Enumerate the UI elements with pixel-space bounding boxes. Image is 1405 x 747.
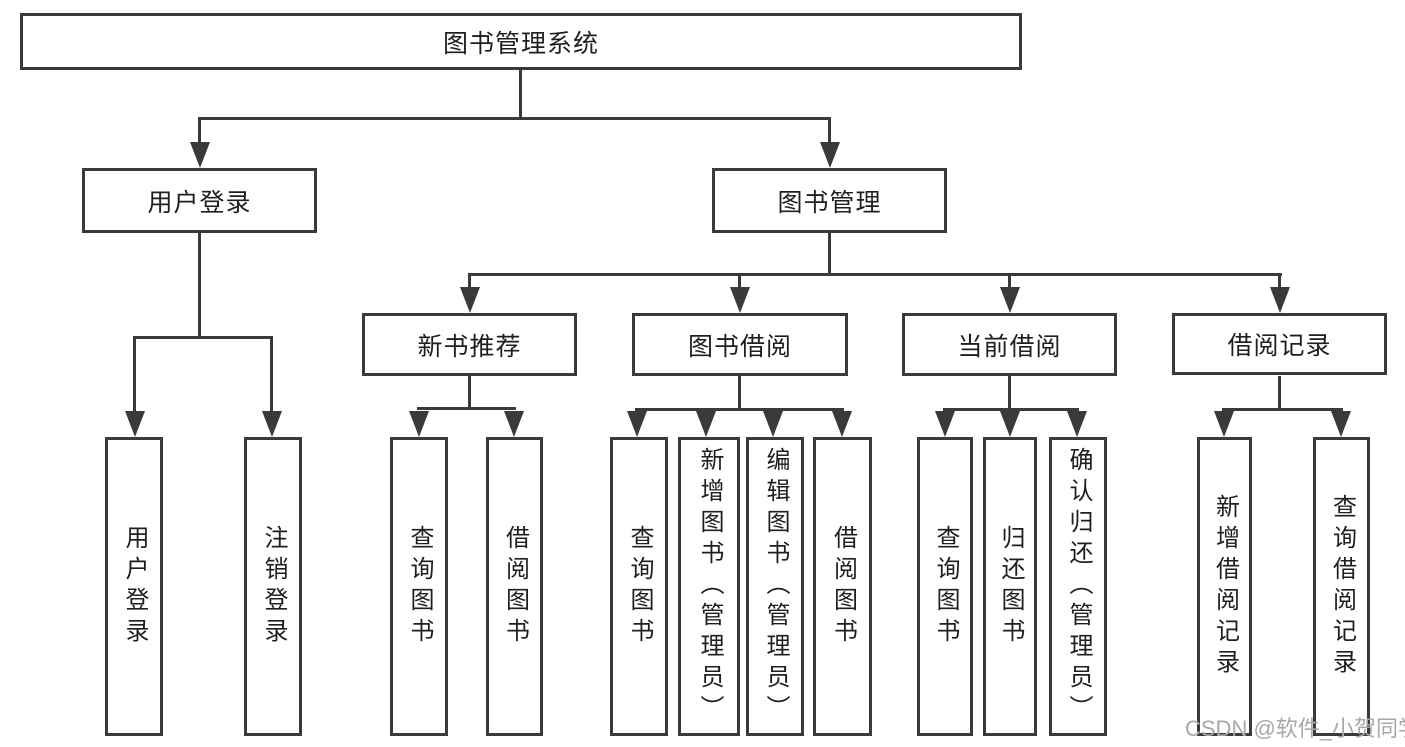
leaf-current-confirm-return-admin: 确认归还（管理员） xyxy=(1049,437,1107,736)
connector-line xyxy=(198,117,201,144)
leaf-borrowing-edit-book-admin: 编辑图书（管理员） xyxy=(746,437,804,736)
arrow-down-icon xyxy=(763,411,783,437)
leaf-borrowing-add-book-admin: 新增图书（管理员） xyxy=(678,437,740,736)
connector-line xyxy=(828,117,831,144)
leaf-borrowing-query-book-label: 查询图书 xyxy=(626,524,653,649)
arrow-down-icon xyxy=(1000,287,1020,313)
leaf-logout-label: 注销登录 xyxy=(260,524,287,649)
node-borrowing-records: 借阅记录 xyxy=(1172,313,1387,375)
connector-line xyxy=(828,233,831,275)
node-book-management: 图书管理 xyxy=(712,168,947,233)
connector-line xyxy=(1278,376,1281,410)
node-current-borrowing-label: 当前借阅 xyxy=(957,332,1062,361)
leaf-logout: 注销登录 xyxy=(244,437,302,736)
leaf-recommend-borrow-book-label: 借阅图书 xyxy=(501,524,529,649)
connector-line xyxy=(635,408,844,411)
arrow-down-icon xyxy=(820,142,840,168)
leaf-borrowing-query-book: 查询图书 xyxy=(610,437,668,736)
node-book-borrowing-label: 图书借阅 xyxy=(687,332,792,361)
node-current-borrowing: 当前借阅 xyxy=(902,313,1117,376)
connector-line xyxy=(519,70,522,118)
connector-line xyxy=(943,408,1079,411)
arrow-down-icon xyxy=(262,411,282,437)
connector-line xyxy=(1278,273,1281,290)
connector-line xyxy=(133,336,273,339)
connector-line xyxy=(198,117,831,120)
leaf-current-confirm-return-admin-label: 确认归还（管理员） xyxy=(1065,447,1092,726)
leaf-records-query-record-label: 查询借阅记录 xyxy=(1328,493,1356,680)
leaf-recommend-borrow-book: 借阅图书 xyxy=(486,437,543,736)
arrow-down-icon xyxy=(125,411,145,437)
node-root-label: 图书管理系统 xyxy=(442,29,599,58)
node-user-login: 用户登录 xyxy=(82,168,317,233)
arrow-down-icon xyxy=(190,142,210,168)
leaf-records-add-record-label: 新增借阅记录 xyxy=(1211,493,1239,680)
leaf-borrowing-edit-book-admin-label: 编辑图书（管理员） xyxy=(762,447,789,726)
leaf-current-query-book: 查询图书 xyxy=(917,437,973,736)
leaf-borrowing-borrow-book-label: 借阅图书 xyxy=(829,524,857,649)
leaf-current-return-book-label: 归还图书 xyxy=(997,524,1024,649)
leaf-recommend-query-book-label: 查询图书 xyxy=(406,524,433,649)
arrow-down-icon xyxy=(730,287,750,313)
arrow-down-icon xyxy=(1067,411,1087,437)
node-new-book-recommendation-label: 新书推荐 xyxy=(417,332,522,361)
connector-line xyxy=(1008,376,1011,410)
node-new-book-recommendation: 新书推荐 xyxy=(362,313,577,376)
leaf-current-return-book: 归还图书 xyxy=(983,437,1037,736)
leaf-borrowing-borrow-book: 借阅图书 xyxy=(813,437,872,736)
connector-line xyxy=(1008,273,1011,290)
arrow-down-icon xyxy=(627,411,647,437)
leaf-records-add-record: 新增借阅记录 xyxy=(1197,437,1252,736)
leaf-borrowing-add-book-admin-label: 新增图书（管理员） xyxy=(696,447,723,726)
arrow-down-icon xyxy=(696,411,716,437)
node-borrowing-records-label: 借阅记录 xyxy=(1227,332,1332,360)
node-book-borrowing: 图书借阅 xyxy=(632,313,848,376)
leaf-recommend-query-book: 查询图书 xyxy=(390,437,448,736)
connector-line xyxy=(468,273,471,290)
connector-line xyxy=(1222,408,1343,411)
arrow-down-icon xyxy=(504,411,524,437)
connector-line xyxy=(198,233,201,338)
arrow-down-icon xyxy=(460,287,480,313)
leaf-records-query-record: 查询借阅记录 xyxy=(1313,437,1370,736)
leaf-user-login-label: 用户登录 xyxy=(121,524,148,649)
node-user-login-label: 用户登录 xyxy=(147,188,252,217)
arrow-down-icon xyxy=(935,411,955,437)
connector-line xyxy=(468,273,1282,276)
leaf-user-login: 用户登录 xyxy=(105,437,163,736)
arrow-down-icon xyxy=(832,411,852,437)
node-book-management-label: 图书管理 xyxy=(777,188,882,217)
node-root: 图书管理系统 xyxy=(20,13,1022,70)
arrow-down-icon xyxy=(1214,411,1234,437)
csdn-watermark: CSDN @软件_小贺同学 xyxy=(1185,716,1405,741)
arrow-down-icon xyxy=(409,411,429,437)
arrow-down-icon xyxy=(1000,411,1020,437)
connector-line xyxy=(417,407,516,410)
connector-line xyxy=(468,376,471,410)
leaf-current-query-book-label: 查询图书 xyxy=(932,524,959,649)
arrow-down-icon xyxy=(1270,287,1290,313)
connector-line xyxy=(270,336,273,413)
arrow-down-icon xyxy=(1331,411,1351,437)
connector-line xyxy=(738,376,741,410)
connector-line xyxy=(133,336,136,413)
connector-line xyxy=(738,273,741,290)
